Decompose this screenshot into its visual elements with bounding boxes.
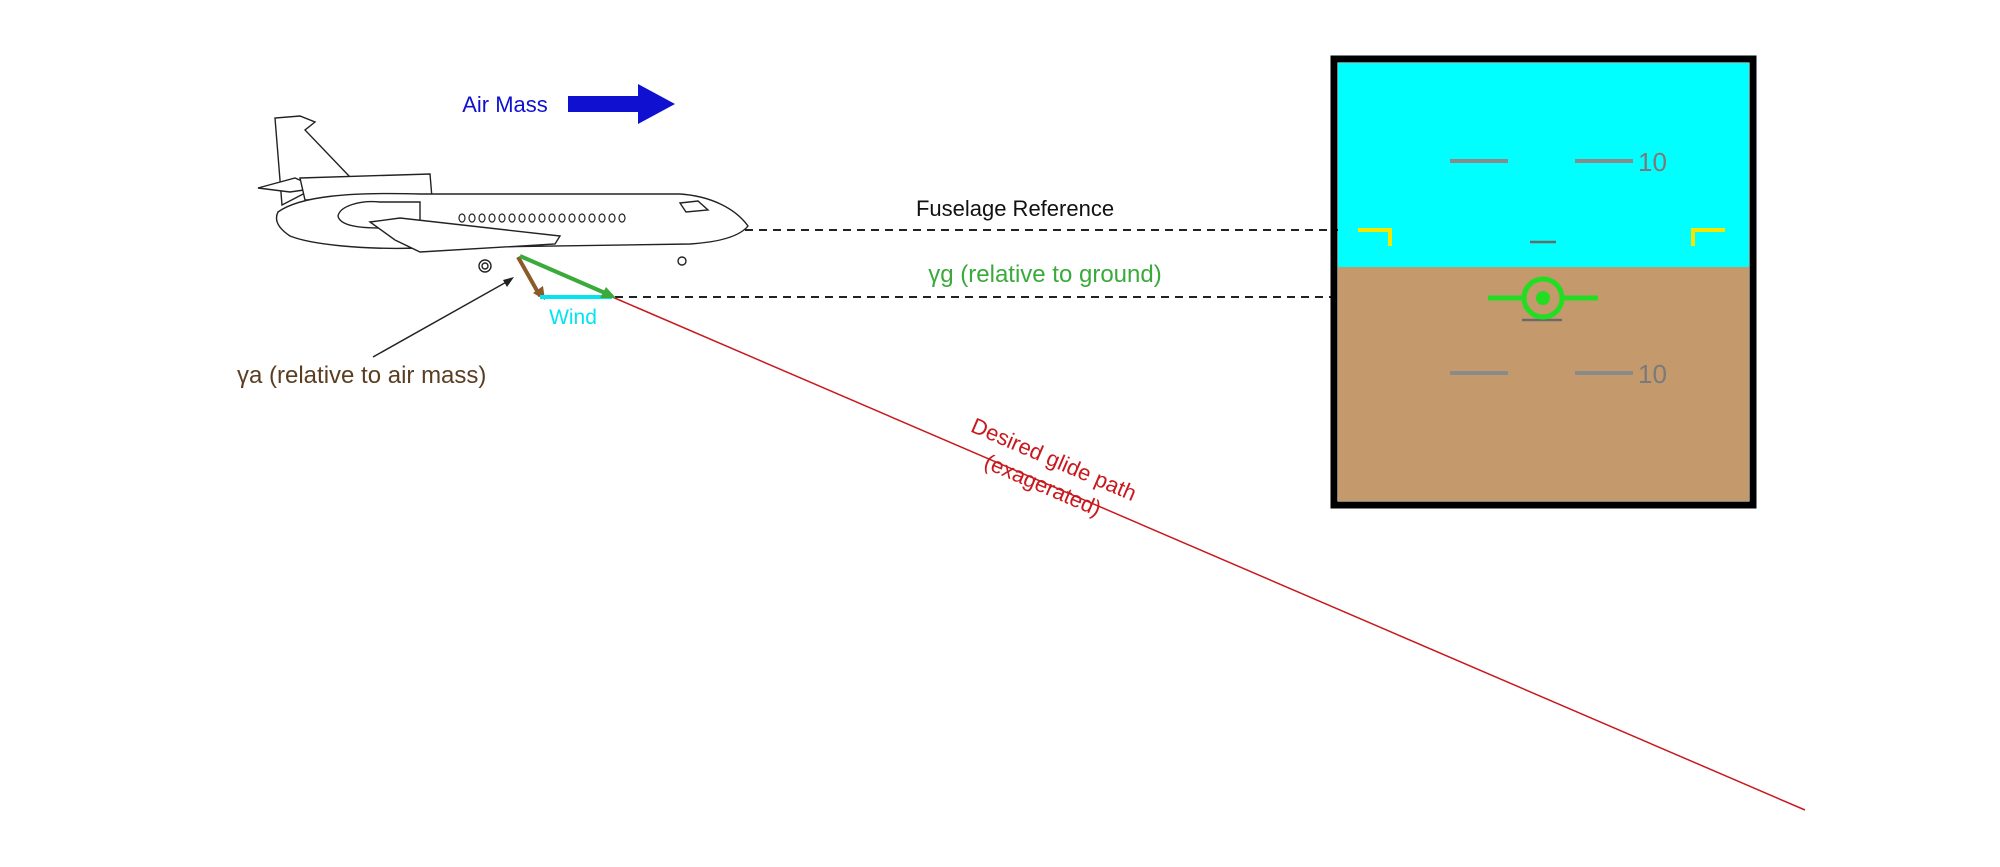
wind-label: Wind (549, 306, 597, 329)
fuselage-reference-label: Fuselage Reference (916, 196, 1114, 221)
display-sky (1338, 63, 1749, 267)
attitude-display: 10 10 (1330, 55, 1757, 509)
gamma-air-pointer-line (372, 279, 511, 358)
display-frame (1330, 55, 1757, 509)
air-mass-arrow-icon (568, 84, 675, 124)
gamma-ground-label: γg (relative to ground) (928, 261, 1161, 288)
fuselage-reference-right-bracket (1691, 228, 1725, 246)
flight-path-vector-icon (1488, 276, 1598, 320)
gamma-ground-vector (519, 254, 613, 298)
gamma-air-label: γa (relative to air mass) (237, 362, 486, 389)
pitch-label-upper: 10 (1638, 147, 1667, 177)
gamma-air-vector (516, 256, 542, 297)
aircraft-icon (257, 115, 749, 273)
gamma-air-pointer-arrowhead-icon (503, 277, 514, 287)
display-ground (1338, 267, 1749, 501)
desired-glide-path-line (609, 295, 1806, 811)
air-mass-label: Air Mass (462, 92, 548, 117)
fuselage-reference-left-bracket (1358, 228, 1392, 246)
gamma-ground-arrowhead-icon (600, 287, 616, 298)
cabin-windows (458, 213, 626, 223)
pitch-label-lower: 10 (1638, 359, 1667, 389)
